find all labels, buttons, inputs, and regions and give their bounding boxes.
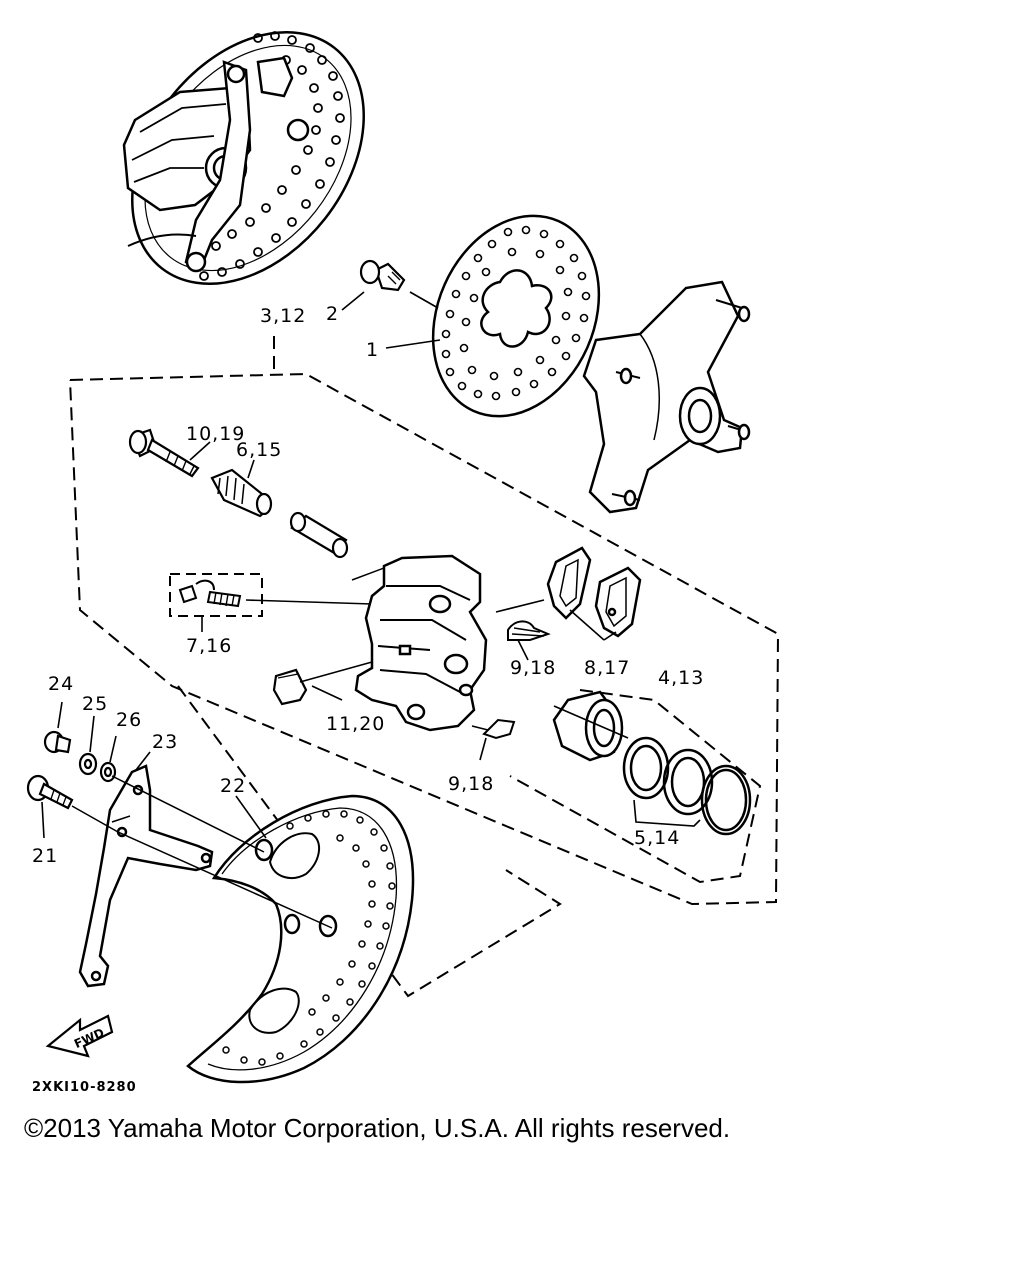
bolt-24: [45, 732, 70, 752]
drawing-code: 2XKI10-8280: [32, 1080, 137, 1095]
label-part-9-18-upper: 9,18: [510, 657, 556, 679]
label-part-5-14: 5,14: [634, 827, 680, 849]
wheel-hub: [584, 282, 749, 512]
disc-outline: [402, 189, 629, 442]
label-part-23: 23: [152, 731, 178, 753]
disc-holes: [443, 227, 590, 400]
washer-26: [101, 763, 115, 781]
assembled-view: [85, 0, 412, 329]
label-part-1: 1: [366, 339, 379, 361]
label-part-21: 21: [32, 845, 58, 867]
label-part-22: 22: [220, 775, 246, 797]
part-number-labels: 1 2 3,12 4,13 5,14 6,15 7,16 8,17 9,18 9…: [32, 303, 704, 867]
bolt-21: [28, 776, 72, 808]
pad-insulator: [274, 670, 306, 704]
washer-25: [80, 754, 96, 774]
disc-screw: [361, 261, 404, 290]
brake-guard: [188, 796, 413, 1082]
caliper-body: [356, 556, 486, 730]
label-part-2: 2: [326, 303, 339, 325]
pad-spring-lower: [484, 720, 514, 738]
piston-seals: [624, 738, 750, 834]
leader-lines: [42, 292, 628, 838]
guard-holes: [223, 811, 395, 1065]
assembled-guard-edge: [128, 234, 196, 246]
bleed-valve: [212, 470, 271, 516]
disc-center-cutout: [481, 270, 551, 346]
label-part-10-19: 10,19: [186, 423, 245, 445]
label-part-8-17: 8,17: [584, 657, 630, 679]
label-part-26: 26: [116, 709, 142, 731]
label-part-6-15: 6,15: [236, 439, 282, 461]
label-part-4-13: 4,13: [658, 667, 704, 689]
slide-pin-sleeve: [291, 513, 347, 557]
caliper-assembly-boundary: [70, 336, 778, 996]
brake-disc: [402, 189, 629, 442]
piston-group-boundary: [510, 690, 760, 882]
label-part-3-12: 3,12: [260, 305, 306, 327]
label-part-24: 24: [48, 673, 74, 695]
fwd-arrow-icon: FWD: [48, 1016, 112, 1056]
fastener-center-lines: [72, 776, 332, 928]
caliper-bolt: [130, 430, 198, 476]
guard-bracket: [80, 766, 212, 986]
copyright-notice: ©2013 Yamaha Motor Corporation, U.S.A. A…: [24, 1113, 731, 1143]
label-part-25: 25: [82, 693, 108, 715]
label-part-7-16: 7,16: [186, 635, 232, 657]
brake-pads: [548, 548, 640, 636]
exploded-parts-diagram: 1 2 3,12 4,13 5,14 6,15 7,16 8,17 9,18 9…: [0, 0, 1024, 1095]
caliper-connector: [352, 568, 384, 580]
bleed-screw-kit: [170, 574, 372, 632]
label-part-11-20: 11,20: [326, 713, 385, 735]
pad-spring-upper: [508, 621, 548, 640]
label-part-9-18-lower: 9,18: [448, 773, 494, 795]
piston: [554, 692, 622, 760]
assembled-disc-holes: [200, 32, 344, 280]
